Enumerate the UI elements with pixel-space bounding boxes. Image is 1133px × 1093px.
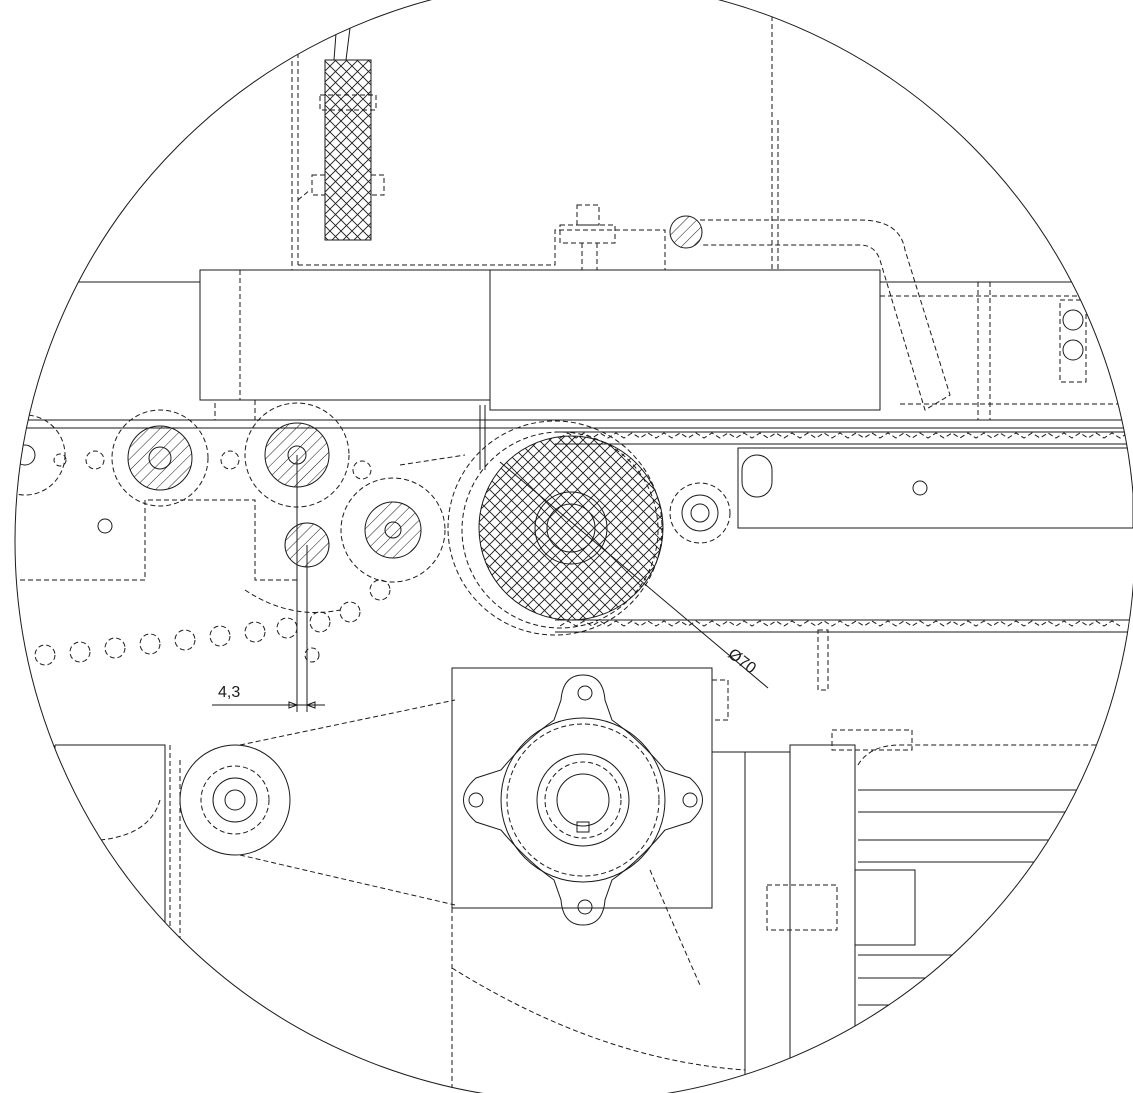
- gearbox-housing: [451, 667, 746, 1093]
- screw-and-tube: [559, 204, 951, 411]
- drive-roller: [399, 405, 664, 636]
- chain-lower: [34, 579, 391, 666]
- top-bracket: [291, 45, 666, 270]
- cooling-fins: [857, 744, 1133, 1029]
- upper-frame: [20, 269, 1133, 429]
- right-vertical-plate: [771, 8, 871, 270]
- detail-circle: [14, 0, 1133, 1093]
- dimension-lines: [212, 455, 769, 712]
- lower-left-assembly: [54, 699, 456, 1093]
- gap-dimension-label: 4,3: [218, 684, 240, 701]
- proximity-sensor: [311, 19, 385, 241]
- right-lower-assembly: [712, 729, 1133, 1093]
- diameter-dimension-label: Ø70: [725, 646, 759, 678]
- chain-upper: [53, 450, 372, 480]
- belt-conveyor: [555, 431, 1133, 691]
- left-rollers: [15, 402, 446, 583]
